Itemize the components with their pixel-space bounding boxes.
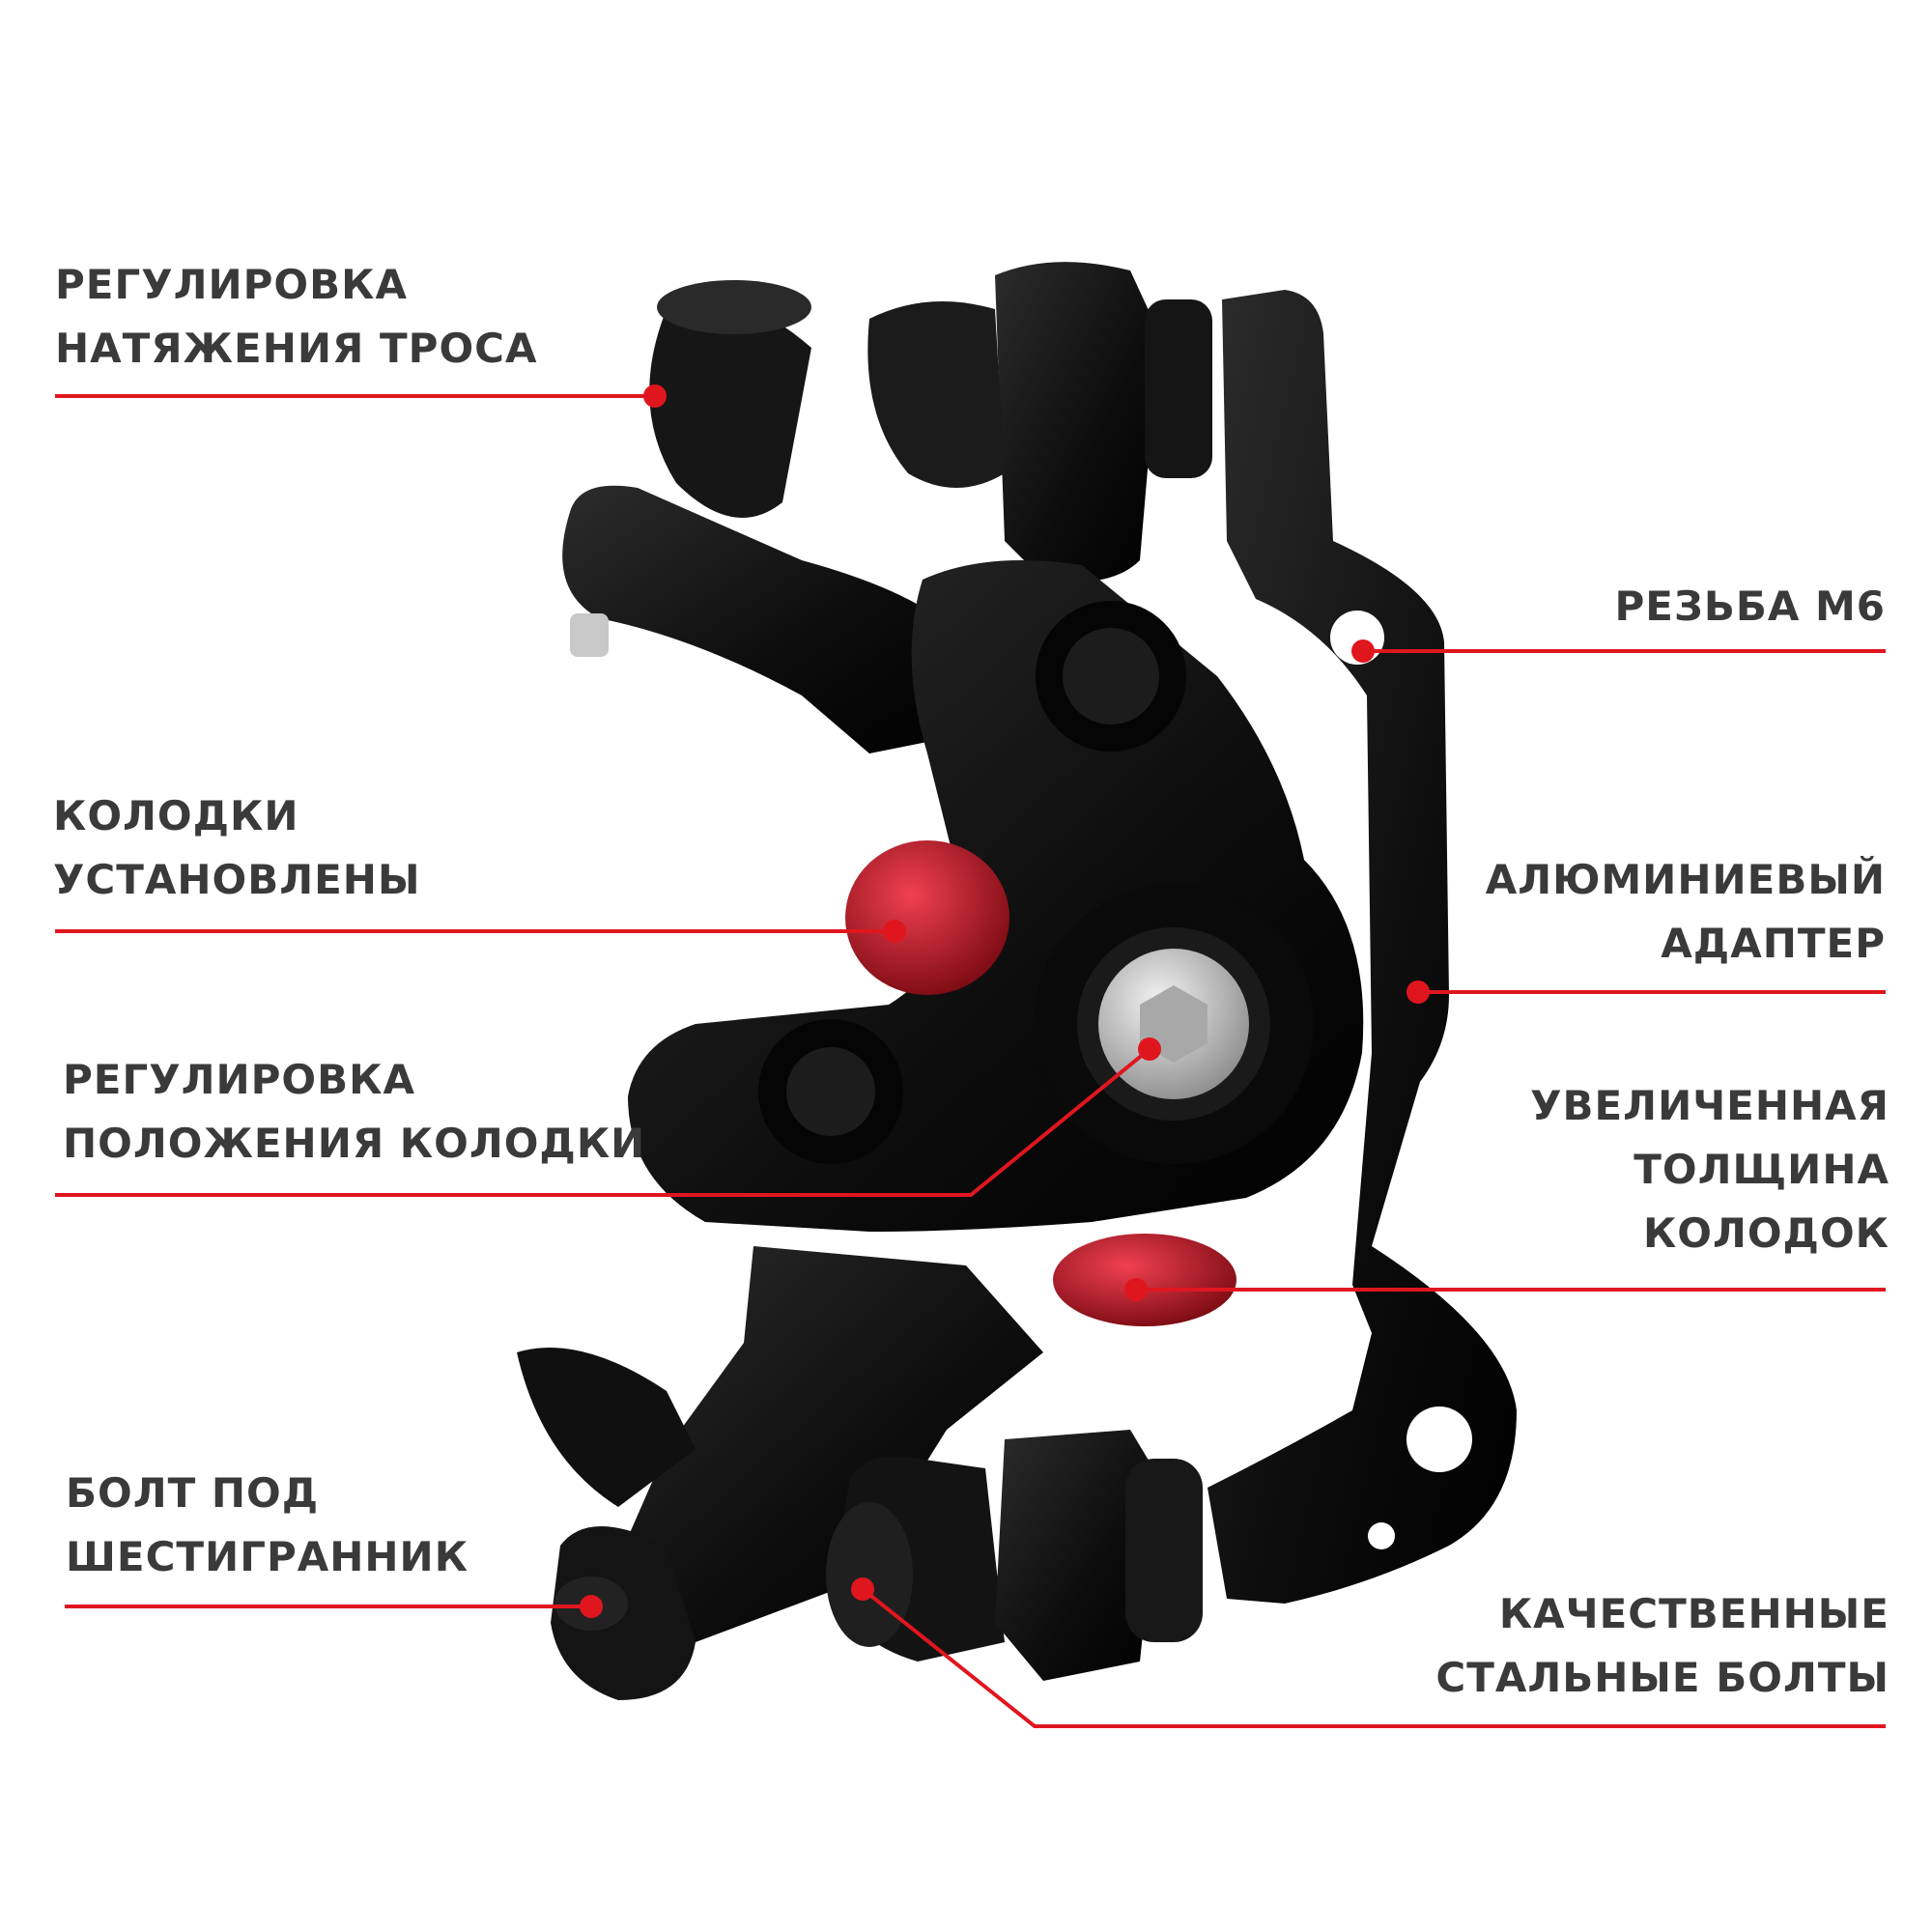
label-cable-tension-line2: НАТЯЖЕНИЯ ТРОСА (55, 325, 538, 372)
brake-pads (845, 840, 1236, 1326)
label-hex-bolt-line2: ШЕСТИГРАННИК (66, 1533, 469, 1580)
label-cable-tension-line1: РЕГУЛИРОВКА (55, 261, 408, 308)
marker-pad-adjustment (1138, 1037, 1161, 1061)
label-thread-line1: РЕЗЬБА М6 (1614, 582, 1886, 630)
cable-adjuster-assembly (562, 280, 966, 753)
marker-hex-bolt (580, 1595, 603, 1618)
lower-brake-pad (1053, 1234, 1236, 1326)
marker-thread (1351, 639, 1375, 663)
label-pad-thickness-line3: КОЛОДОК (1642, 1209, 1889, 1257)
label-thread: РЕЗЬБА М6 (1615, 575, 1886, 639)
label-aluminum-adapter: АЛЮМИНИЕВЫЙ АДАПТЕР (1486, 848, 1886, 976)
label-hex-bolt-line1: БОЛТ ПОД (66, 1469, 320, 1517)
callout-line-steel-bolts (861, 1587, 1886, 1728)
marker-steel-bolts (851, 1577, 874, 1601)
label-pad-thickness-line2: ТОЛЩИНА (1634, 1146, 1889, 1193)
marker-pads-installed (883, 920, 906, 943)
label-aluminum-adapter-line2: АДАПТЕР (1661, 920, 1886, 967)
label-pads-installed-line1: КОЛОДКИ (53, 792, 299, 839)
marker-cable-tension (643, 384, 667, 408)
callout-line-pad-adjustment (55, 1047, 1151, 1197)
label-hex-bolt: БОЛТ ПОД ШЕСТИГРАННИК (66, 1462, 469, 1589)
label-pads-installed-line2: УСТАНОВЛЕНЫ (53, 856, 421, 903)
aluminum-adapter (1208, 290, 1517, 1604)
label-steel-bolts-line2: СТАЛЬНЫЕ БОЛТЫ (1435, 1654, 1889, 1701)
label-pads-installed: КОЛОДКИ УСТАНОВЛЕНЫ (53, 784, 420, 912)
label-steel-bolts-line1: КАЧЕСТВЕННЫЕ (1498, 1590, 1889, 1637)
label-cable-tension: РЕГУЛИРОВКА НАТЯЖЕНИЯ ТРОСА (55, 253, 537, 381)
upper-brake-pad (845, 840, 1009, 995)
label-pad-thickness-line1: УВЕЛИЧЕННАЯ (1530, 1082, 1889, 1129)
upper-mount (867, 262, 1212, 582)
label-aluminum-adapter-line1: АЛЮМИНИЕВЫЙ (1485, 856, 1886, 903)
marker-aluminum-adapter (1406, 980, 1430, 1004)
label-pad-thickness: УВЕЛИЧЕННАЯ ТОЛЩИНА КОЛОДОК (1530, 1074, 1889, 1265)
label-pad-adjustment-line1: РЕГУЛИРОВКА (63, 1056, 415, 1103)
marker-pad-thickness (1124, 1278, 1148, 1301)
lower-lever-arm (517, 1246, 1043, 1642)
label-pad-adjustment: РЕГУЛИРОВКА ПОЛОЖЕНИЯ КОЛОДКИ (63, 1048, 645, 1176)
label-steel-bolts: КАЧЕСТВЕННЫЕ СТАЛЬНЫЕ БОЛТЫ (1435, 1582, 1889, 1710)
steel-bolts (826, 1430, 1203, 1681)
label-pad-adjustment-line2: ПОЛОЖЕНИЯ КОЛОДКИ (63, 1120, 646, 1167)
